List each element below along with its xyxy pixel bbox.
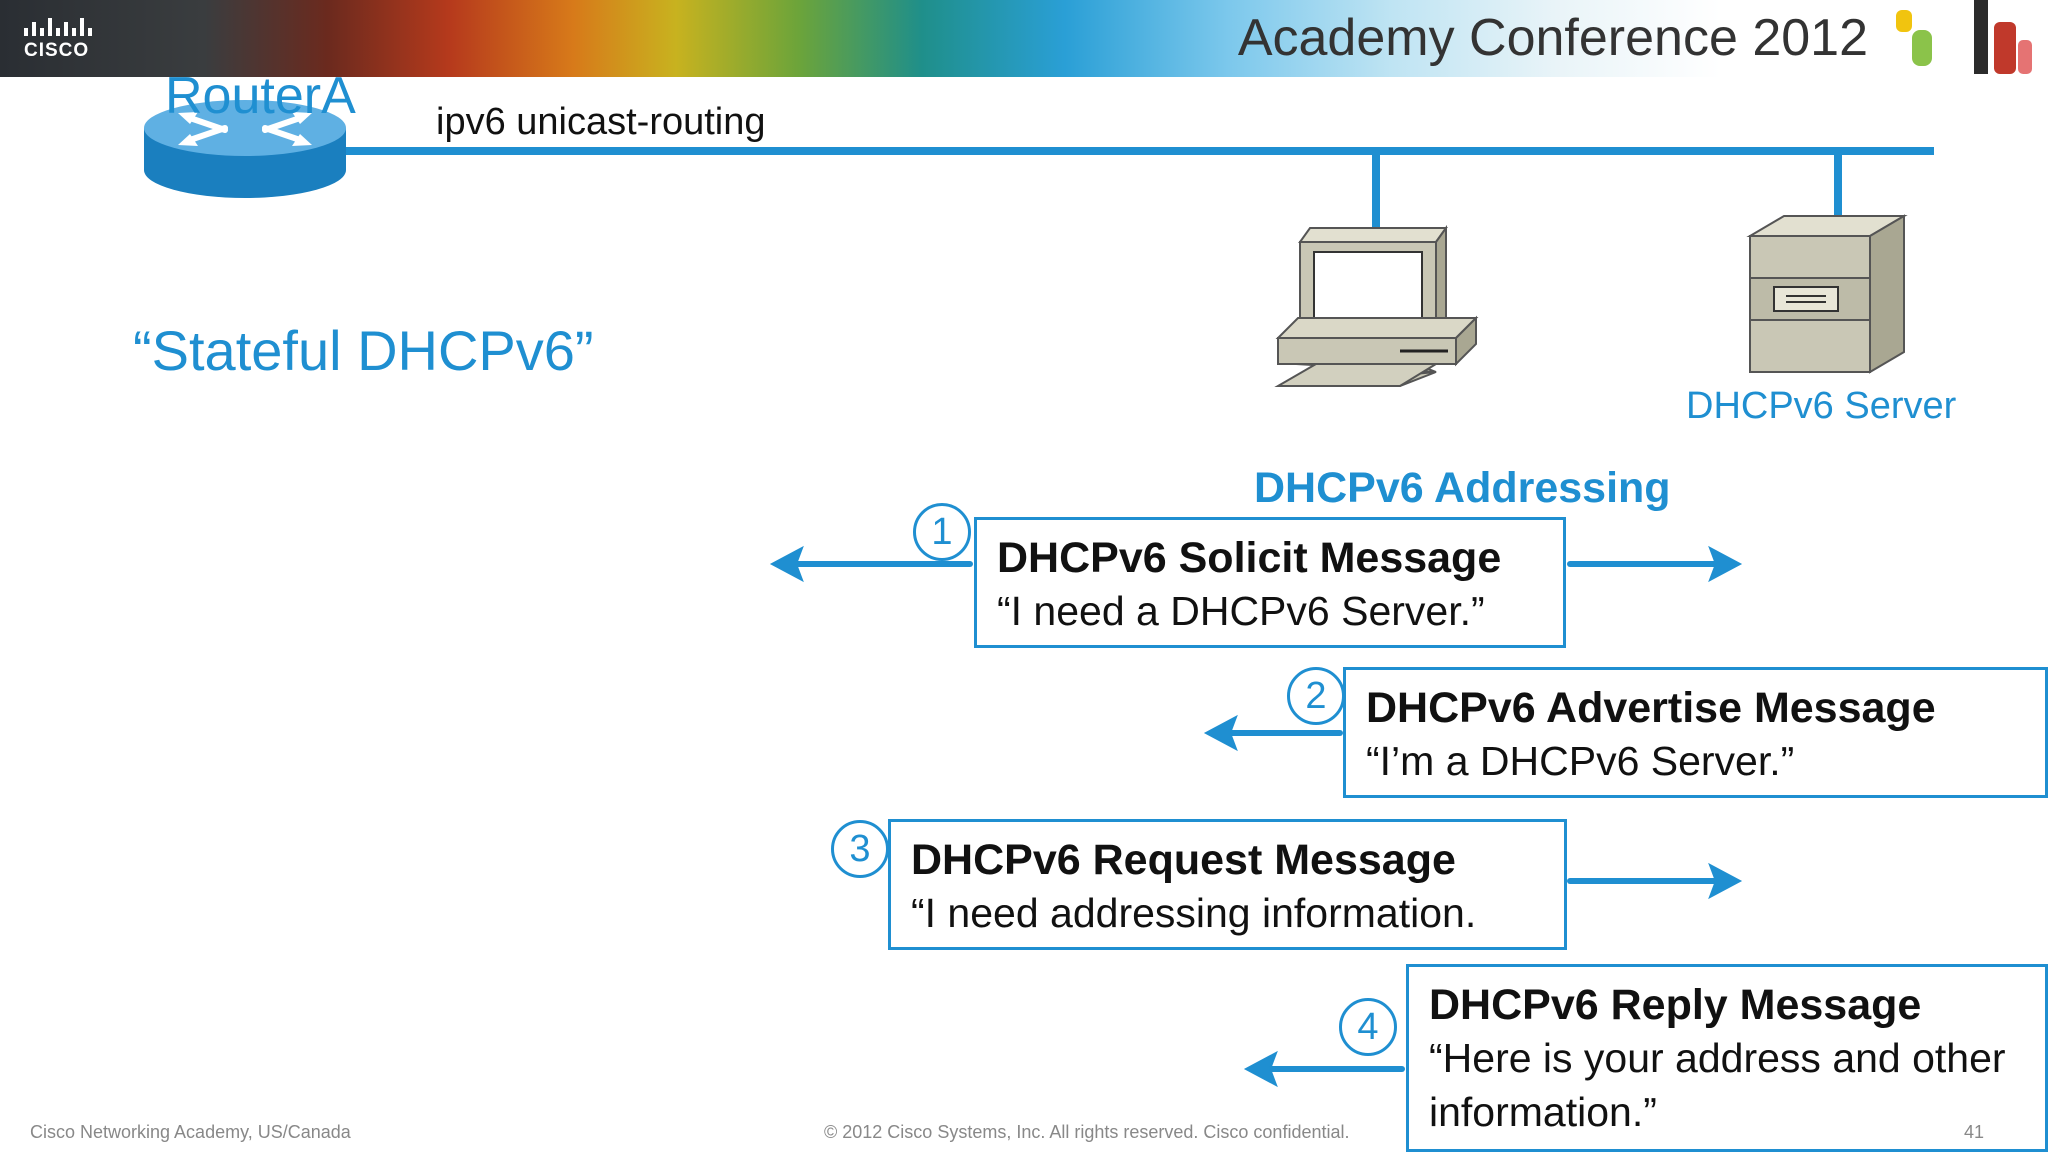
router-command: ipv6 unicast-routing [436, 101, 766, 143]
conference-title: Academy Conference 2012 [1237, 9, 1868, 67]
section-title: DHCPv6 Addressing [1254, 464, 1671, 512]
reply-message-box: DHCPv6 Reply Message “Here is your addre… [1406, 964, 2048, 1152]
message-title: DHCPv6 Request Message [911, 836, 1456, 884]
message-quote: “I need a DHCPv6 Server.” [997, 588, 1485, 634]
request-message-box: DHCPv6 Request Message “I need addressin… [888, 819, 1567, 950]
mode-label: “Stateful DHCPv6” [133, 319, 594, 382]
page-number: 41 [1964, 1122, 1985, 1142]
reply-arrow-left [1243, 1050, 1405, 1088]
request-arrow-right [1567, 862, 1743, 900]
message-title: DHCPv6 Reply Message [1429, 981, 1922, 1029]
message-quote: “I need addressing information. [911, 890, 1477, 936]
cisco-logo-icon [24, 18, 92, 36]
step-number-badge: 1 [913, 503, 971, 561]
conference-logo-icon [1896, 0, 2032, 74]
router-name: RouterA [165, 67, 356, 125]
message-quote: “Here is your address and other informat… [1429, 1035, 2006, 1135]
pc-icon [1274, 224, 1479, 387]
solicit-arrow-left [769, 545, 973, 583]
router-icon [144, 100, 346, 198]
server-label: DHCPv6 Server [1686, 385, 1957, 427]
advertise-message-box: DHCPv6 Advertise Message “I’m a DHCPv6 S… [1343, 667, 2048, 798]
step-number-badge: 4 [1339, 998, 1397, 1056]
message-title: DHCPv6 Advertise Message [1366, 684, 1936, 732]
solicit-arrow-right [1567, 545, 1743, 583]
cisco-wordmark: CISCO [24, 40, 90, 61]
header-banner: CISCO Academy Conference 2012 [0, 0, 2048, 77]
step-number-badge: 2 [1287, 667, 1345, 725]
step-number-badge: 3 [831, 820, 889, 878]
advertise-arrow-left [1203, 714, 1343, 752]
message-title: DHCPv6 Solicit Message [997, 534, 1502, 582]
server-icon [1746, 214, 1908, 374]
footer-copyright: © 2012 Cisco Systems, Inc. All rights re… [824, 1122, 1350, 1142]
footer-organization: Cisco Networking Academy, US/Canada [30, 1122, 351, 1142]
message-quote: “I’m a DHCPv6 Server.” [1366, 738, 1795, 784]
solicit-message-box: DHCPv6 Solicit Message “I need a DHCPv6 … [974, 517, 1566, 648]
